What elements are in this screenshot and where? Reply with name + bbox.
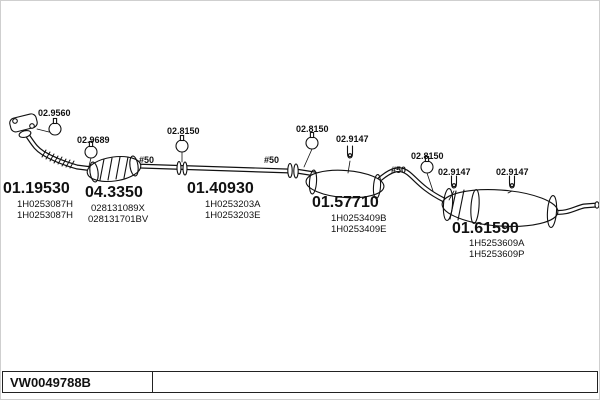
part-ref: 1H0253409E: [331, 224, 387, 235]
clamp-icon: [48, 117, 62, 136]
clamp-label[interactable]: 02.9147: [438, 167, 471, 177]
clamp-label[interactable]: 02.8150: [296, 124, 329, 134]
clamp-label[interactable]: 02.9147: [336, 134, 369, 144]
part-ref: 1H0253087H: [17, 199, 73, 210]
part-number[interactable]: 01.61590: [452, 220, 519, 237]
middle-muffler-shape: [305, 169, 385, 200]
hanger-icon: [508, 175, 516, 189]
part-ref: 1H5253609P: [469, 249, 525, 260]
clamp-label[interactable]: 02.9689: [77, 135, 110, 145]
part-number[interactable]: 01.57710: [312, 194, 379, 211]
hanger-icon: [346, 145, 354, 159]
part-ref: 1H0253087H: [17, 210, 73, 221]
clamp-icon: [420, 155, 434, 174]
title-block: VW0049788B: [2, 371, 598, 393]
front-flange-icon: [9, 113, 38, 138]
part-number[interactable]: 01.19530: [3, 180, 70, 197]
title-block-code: VW0049788B: [3, 372, 153, 392]
clamp-icon: [84, 140, 98, 159]
hanger-icon: [450, 175, 458, 189]
rear-muffler-shape: [441, 187, 559, 229]
leader-lines: [36, 128, 513, 201]
part-ref: 1H5253609A: [469, 238, 525, 249]
diameter-marker: #50: [139, 155, 155, 165]
clamp-label[interactable]: 02.8150: [411, 151, 444, 161]
pipe-shape: [22, 129, 599, 215]
diameter-marker: #50: [264, 155, 280, 165]
flange-joint-shape: [176, 160, 299, 179]
part-number[interactable]: 04.3350: [85, 184, 143, 201]
part-ref: 028131089X: [91, 203, 145, 214]
part-ref: 1H0253409B: [331, 213, 387, 224]
clamp-label[interactable]: 02.8150: [167, 126, 200, 136]
part-number[interactable]: 01.40930: [187, 180, 254, 197]
clamp-icon: [305, 131, 319, 150]
clamp-label[interactable]: 02.9560: [38, 108, 71, 118]
clamp-label[interactable]: 02.9147: [496, 167, 529, 177]
flex-pipe-shape: [41, 149, 75, 169]
part-ref: 028131701BV: [88, 214, 149, 225]
part-ref: 1H0253203E: [205, 210, 261, 221]
clamp-icon: [175, 134, 189, 153]
part-ref: 1H0253203A: [205, 199, 261, 210]
diameter-marker: #50: [391, 165, 407, 175]
catalytic-converter-shape: [86, 155, 142, 183]
